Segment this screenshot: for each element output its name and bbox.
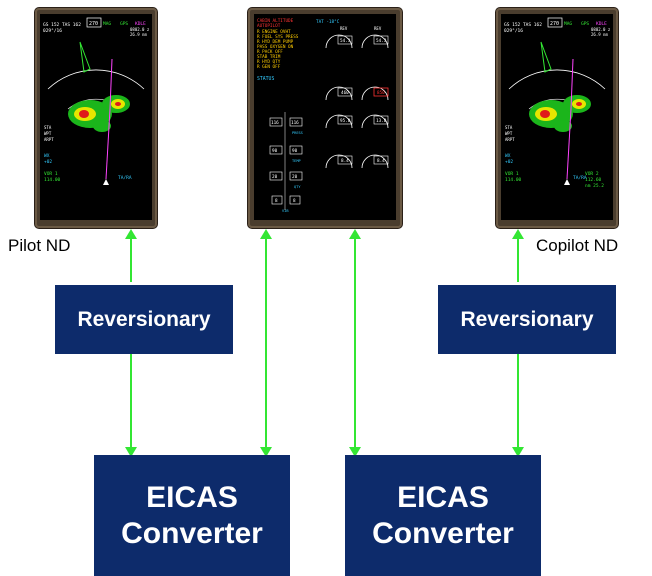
n2-right: 13.0 [376,118,387,124]
nd-wind-right: 029°/16 [504,28,523,34]
oil-qty-l: 20 [272,174,278,180]
oil-temp-l: 90 [272,148,278,154]
nd-eta-right: 0802.0 z [591,27,611,32]
cas-amber-7: R GEN OFF [257,64,281,70]
ff-right: 8.4 [377,158,385,164]
vib-l: 8 [275,198,278,204]
eicas-tat: TAT -18°C [316,19,340,25]
reversionary-box-left: Reversionary [55,285,233,354]
eicas-rev-r: REV [374,26,382,31]
nd-vor1-left: VOR 1 [44,171,58,177]
reversionary-left-label: Reversionary [77,307,211,331]
pilot-nd-display: GS 152 TAS 162 029°/16 270 MAG GPS KDLE … [35,8,157,228]
nd-sta-left: STA [44,125,52,130]
nd-wx-left: WX [44,153,50,159]
nd-dist-right: 26.9 nm [591,32,608,37]
nd-heading-left: 270 [89,21,98,27]
eicas-screen: CABIN ALTITUDE AUTOPILOT R ENGINE OVHT R… [254,14,396,220]
nd-arpt-left: ARPT [44,137,54,142]
nd-waypoint-left: KDLE [135,21,146,27]
eicas-converter-left-line1: EICAS [146,480,238,514]
oil-temp-r: 90 [292,148,298,154]
pilot-nd-label: Pilot ND [8,236,71,255]
cas-amber-4: R PACK OFF [257,49,283,55]
nd-wpt-left: WPT [44,131,52,136]
reversionary-box-right: Reversionary [438,285,616,354]
eicas-status: STATUS [257,76,274,82]
nd-sta-right: STA [505,125,513,130]
n1-right: 54.3 [376,38,387,44]
cas-amber-1: R FUEL SYS PRESS [257,34,299,40]
egt-right: 850 [377,90,385,96]
nd-vor2-right: VOR 2 [585,171,599,177]
vib-r: 8 [293,198,296,204]
n2-left: 95.0 [340,118,351,124]
eicas-rev-l: REV [340,26,348,31]
nd-vor1freq-right: 114.00 [505,177,522,183]
nd-gps-left: GPS [120,21,128,27]
cas-msg-1: AUTOPILOT [257,23,281,29]
eicas-converter-box-right: EICAS Converter [345,455,541,576]
nd-wxval-left: +02 [44,159,52,165]
copilot-nd-label: Copilot ND [536,236,619,255]
eicas-graphics: CABIN ALTITUDE AUTOPILOT R ENGINE OVHT R… [257,18,389,213]
nd-mag-right: MAG [564,21,572,27]
eicas-converter-left-line2: Converter [121,516,263,550]
pilot-nd-screen: GS 152 TAS 162 029°/16 270 MAG GPS KDLE … [40,14,152,220]
cas-amber-6: R HYD QTY [257,59,281,65]
nd-map-right: GS 152 TAS 162 029°/16 270 MAG GPS KDLE … [504,17,611,189]
ff-left: 8.4 [341,158,349,164]
nd-vor1freq-left: 114.00 [44,177,61,183]
nd-mag-left: MAG [103,21,111,27]
nd-vor1-right: VOR 1 [505,171,519,177]
cas-msg-0: CABIN ALTITUDE [257,18,294,24]
cas-amber-3: PASS OXYGEN ON [257,44,294,50]
copilot-nd-screen: GS 152 TAS 162 029°/16 270 MAG GPS KDLE … [501,14,613,220]
eicas-converter-box-left: EICAS Converter [94,455,290,576]
oil-qty-r: 20 [292,174,298,180]
nd-vor2freq-right: 112.60 [585,177,602,183]
nd-gps-right: GPS [581,21,589,27]
copilot-nd-display: GS 152 TAS 162 029°/16 270 MAG GPS KDLE … [496,8,618,228]
oil-press-l: 116 [271,120,279,126]
nd-wpt-right: WPT [505,131,513,136]
nd-tara-left: TA/RA [118,175,132,181]
egt-left: 460 [341,90,349,96]
nd-heading-right: 270 [550,21,559,27]
cas-amber-2: R HYD DEM PUMP [257,39,294,45]
eicas-converter-right-line1: EICAS [397,480,489,514]
vib-lbl: VIB [282,209,289,213]
nd-arpt-right: ARPT [505,137,515,142]
eicas-converter-right-line2: Converter [372,516,514,550]
oil-qty-lbl: QTY [294,185,301,189]
oil-press-lbl: PRESS [292,131,303,135]
nd-wind-left: 029°/16 [43,28,62,34]
nd-waypoint-right: KDLE [596,21,607,27]
oil-temp-lbl: TEMP [292,159,301,163]
nd-wx-right: WX [505,153,511,159]
nd-dist-left: 26.9 nm [130,32,147,37]
n1-left: 54.3 [340,38,351,44]
nd-gs-tas-right: GS 152 TAS 162 [504,22,542,28]
eicas-display: CABIN ALTITUDE AUTOPILOT R ENGINE OVHT R… [248,8,402,228]
cas-amber-0: R ENGINE OVHT [257,29,291,35]
nd-vor2dist-right: nm 25.2 [585,183,604,189]
cas-amber-5: STAB TRIM [257,54,281,60]
oil-press-r: 116 [291,120,299,126]
nd-tara-right: TA/RA [573,175,587,181]
nd-eta-left: 0802.0 z [130,27,150,32]
nd-gs-tas-left: GS 152 TAS 162 [43,22,81,28]
nd-map-left: GS 152 TAS 162 029°/16 270 MAG GPS KDLE … [43,17,150,185]
reversionary-right-label: Reversionary [460,307,594,331]
nd-wxval-right: +02 [505,159,513,165]
